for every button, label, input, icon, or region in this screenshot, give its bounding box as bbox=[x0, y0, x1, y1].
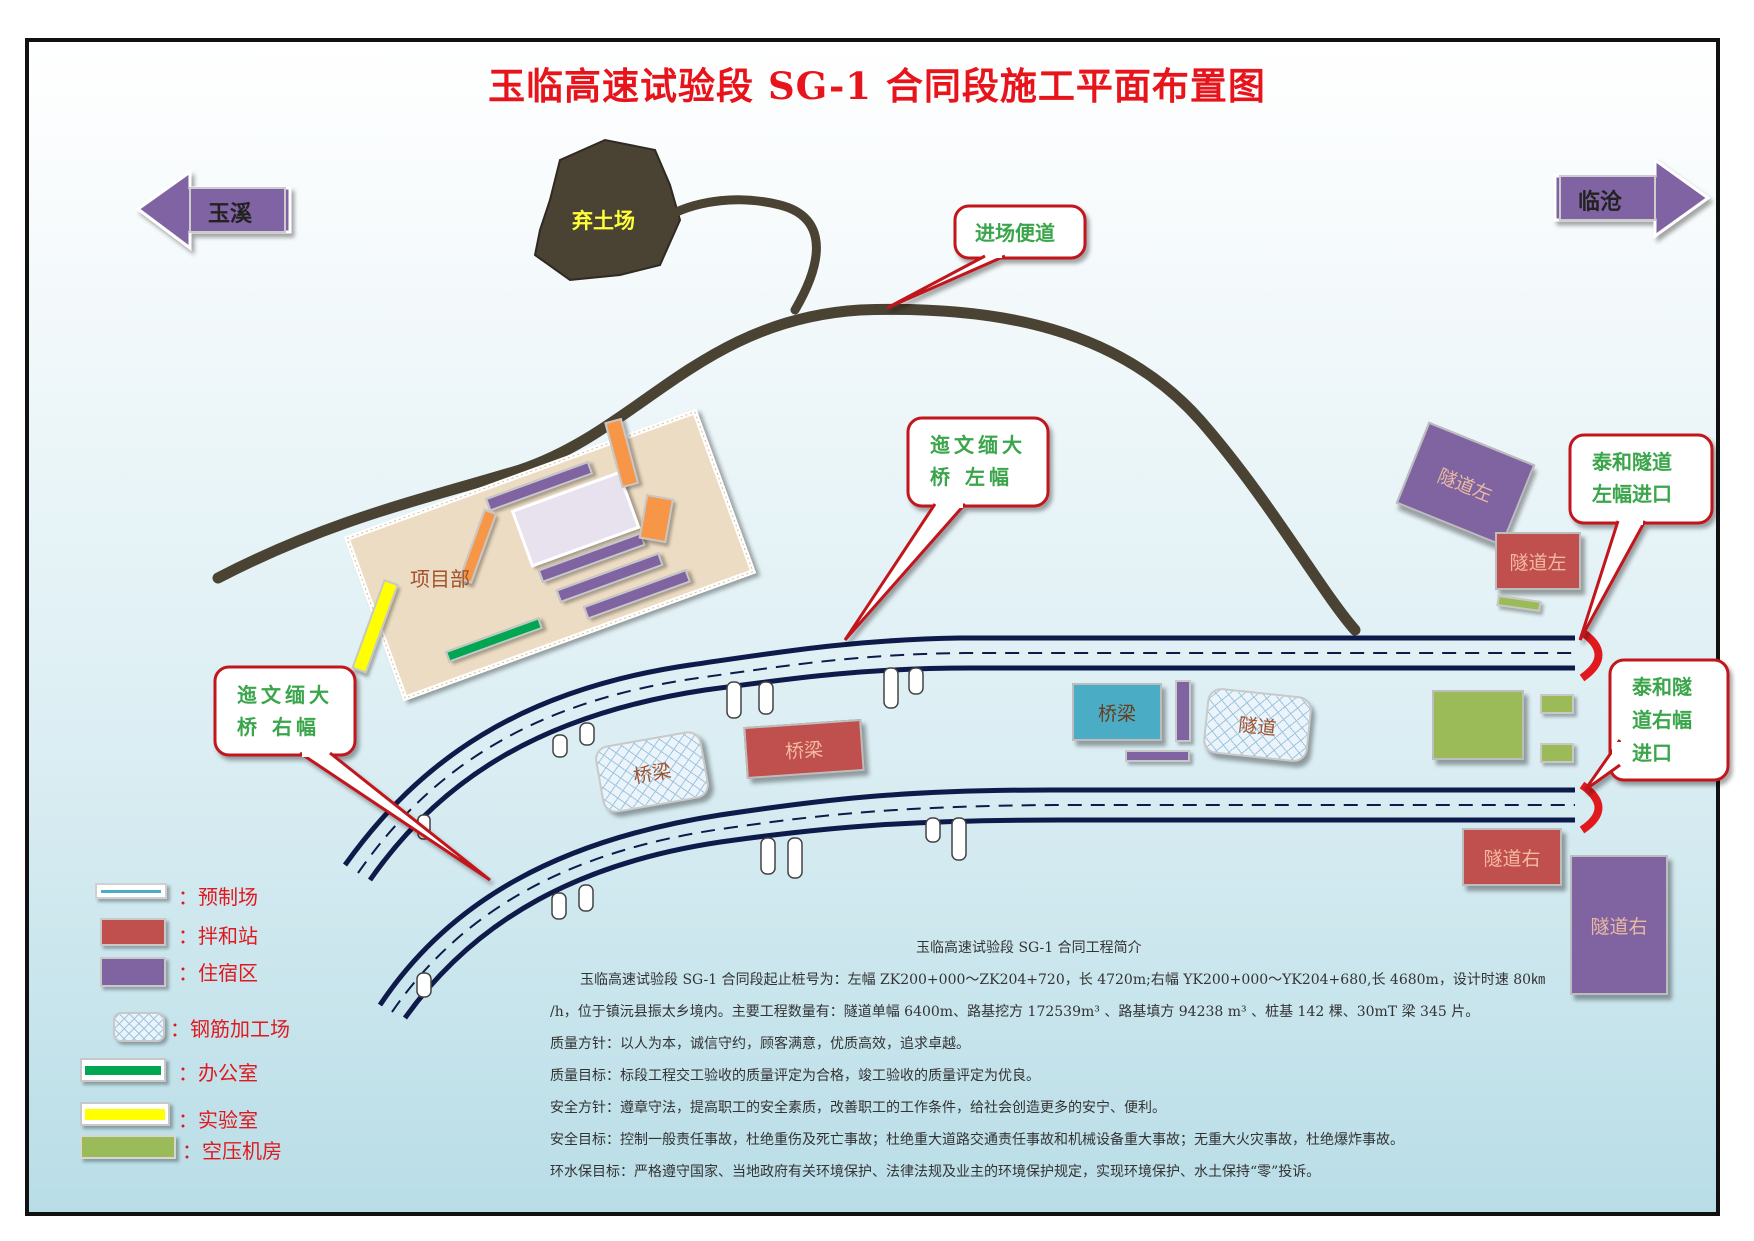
intro-heading: 玉临高速试验段 SG-1 合同工程简介 bbox=[916, 940, 1142, 956]
tunnel-left-portal-icon bbox=[1579, 628, 1603, 682]
direction-left-label: 玉溪 bbox=[208, 201, 253, 227]
legend-swatch-precast-yard bbox=[95, 883, 167, 899]
legend-label-laboratory: ：实验室 bbox=[178, 1108, 258, 1132]
callout-tunnel-right-line2: 道右幅 bbox=[1632, 708, 1692, 732]
callout-tunnel-left-line1: 泰和隧道 bbox=[1592, 450, 1672, 474]
tunnel-right-dorm: 隧道右 bbox=[1570, 855, 1668, 995]
spoil-area-label: 弃土场 bbox=[572, 208, 635, 233]
dorm-block-bridge bbox=[1175, 680, 1191, 742]
tunnel-right-mixing-label: 隧道右 bbox=[1483, 847, 1541, 870]
tunnel-right-portal-icon bbox=[1579, 781, 1603, 834]
intro-line-1: 玉临高速试验段 SG-1 合同段起止桩号为：左幅 ZK200+000～ZK204… bbox=[580, 972, 1546, 988]
mixing-station-bridge: 桥梁 bbox=[743, 718, 865, 780]
intro-line-6: 安全目标：控制一般责任事故，杜绝重伤及死亡事故；杜绝重大道路交通责任事故和机械设… bbox=[550, 1132, 1404, 1148]
project-dept-label: 项目部 bbox=[410, 567, 470, 591]
intro-line-3: 质量方针：以人为本，诚信守约，顾客满意，优质高效，追求卓越。 bbox=[550, 1036, 970, 1052]
map-frame bbox=[25, 38, 1720, 1216]
tunnel-right-mixing-station: 隧道右 bbox=[1462, 828, 1562, 886]
callout-access-road-text: 进场便道 bbox=[975, 221, 1055, 245]
dorm-block-bridge bbox=[1125, 750, 1190, 762]
callout-tunnel-right bbox=[1583, 658, 1730, 792]
highway-right-line bbox=[377, 787, 1575, 1020]
callout-bridge-left-line1: 迤文缅大 bbox=[930, 433, 1026, 457]
tunnel-left-mixing-label: 隧道左 bbox=[1509, 551, 1567, 574]
callout-tunnel-right-line1: 泰和隧 bbox=[1632, 675, 1692, 699]
callout-tunnel-left-line2: 左幅进口 bbox=[1592, 482, 1672, 506]
tunnel-right-dorm-label: 隧道右 bbox=[1590, 915, 1648, 938]
legend-label-compressor-room: ：空压机房 bbox=[182, 1139, 282, 1163]
intro-line-4: 质量目标：标段工程交工验收的质量评定为合格，竣工验收的质量评定为优良。 bbox=[550, 1068, 1040, 1084]
compressor-room-right bbox=[1540, 743, 1574, 763]
legend-swatch-laboratory bbox=[80, 1102, 170, 1126]
legend-label-rebar-yard: ：钢筋加工场 bbox=[170, 1017, 290, 1041]
intro-line-2: /h，位于镇沅县振太乡境内。主要工程数量有：隧道单幅 6400m、路基挖方 17… bbox=[550, 1004, 1480, 1020]
bridge-piers bbox=[416, 667, 967, 998]
storage-block bbox=[638, 494, 674, 544]
callout-access-road bbox=[886, 204, 1087, 310]
callout-bridge-left bbox=[843, 416, 1050, 641]
rebar-yard-tunnel-label: 隧道 bbox=[1237, 713, 1278, 740]
intro-line-5: 安全方针：遵章守法，提高职工的安全素质，改善职工的工作条件，给社会创造更多的安宁… bbox=[550, 1100, 1166, 1116]
legend-swatch-rebar-yard bbox=[113, 1012, 165, 1042]
callout-tunnel-right-line3: 进口 bbox=[1632, 741, 1672, 765]
compressor-yard bbox=[1432, 690, 1524, 760]
legend-swatch-mixing-station bbox=[100, 918, 166, 946]
precast-yard-bridge-label: 桥梁 bbox=[1097, 702, 1136, 725]
rebar-yard-bridge-label: 桥梁 bbox=[631, 759, 673, 788]
tunnel-left-dorm-label: 隧道左 bbox=[1434, 464, 1496, 507]
spoil-area-connector bbox=[665, 195, 821, 315]
intro-line-7: 环水保目标：严格遵守国家、当地政府有关环境保护、法律法规及业主的环境保护规定，实… bbox=[550, 1164, 1321, 1180]
direction-right-label: 临沧 bbox=[1578, 189, 1623, 215]
legend-label-dormitory: ：住宿区 bbox=[178, 961, 258, 985]
arrow-left-yuxi-icon bbox=[135, 169, 292, 251]
callout-bridge-right bbox=[213, 665, 491, 882]
legend-swatch-compressor-room bbox=[80, 1135, 176, 1159]
page-title: 玉临高速试验段 SG-1 合同段施工平面布置图 bbox=[488, 64, 1266, 108]
legend-label-precast-yard: ：预制场 bbox=[178, 885, 258, 909]
callout-bridge-right-line1: 迤文缅大 bbox=[237, 683, 333, 707]
access-road-line bbox=[212, 303, 1361, 636]
callout-bridge-left-line2: 桥 左幅 bbox=[930, 465, 1013, 489]
rebar-yard-tunnel: 隧道 bbox=[1201, 686, 1314, 764]
legend-label-office: ：办公室 bbox=[178, 1061, 258, 1085]
legend-swatch-dormitory bbox=[100, 957, 166, 987]
legend-label-mixing-station: ：拌和站 bbox=[178, 924, 258, 948]
office-block bbox=[444, 617, 544, 663]
precast-yard-bridge: 桥梁 bbox=[1072, 683, 1162, 741]
legend-swatch-office bbox=[80, 1058, 166, 1082]
arrow-right-lincang-icon bbox=[1553, 157, 1711, 239]
tunnel-left-mixing-station: 隧道左 bbox=[1495, 532, 1581, 590]
spoil-area-shape bbox=[533, 138, 682, 282]
mixing-station-bridge-label: 桥梁 bbox=[784, 738, 824, 763]
compressor-room-right bbox=[1540, 694, 1574, 714]
callout-bridge-right-line2: 桥 右幅 bbox=[237, 715, 320, 739]
callout-tunnel-left bbox=[1568, 433, 1714, 641]
